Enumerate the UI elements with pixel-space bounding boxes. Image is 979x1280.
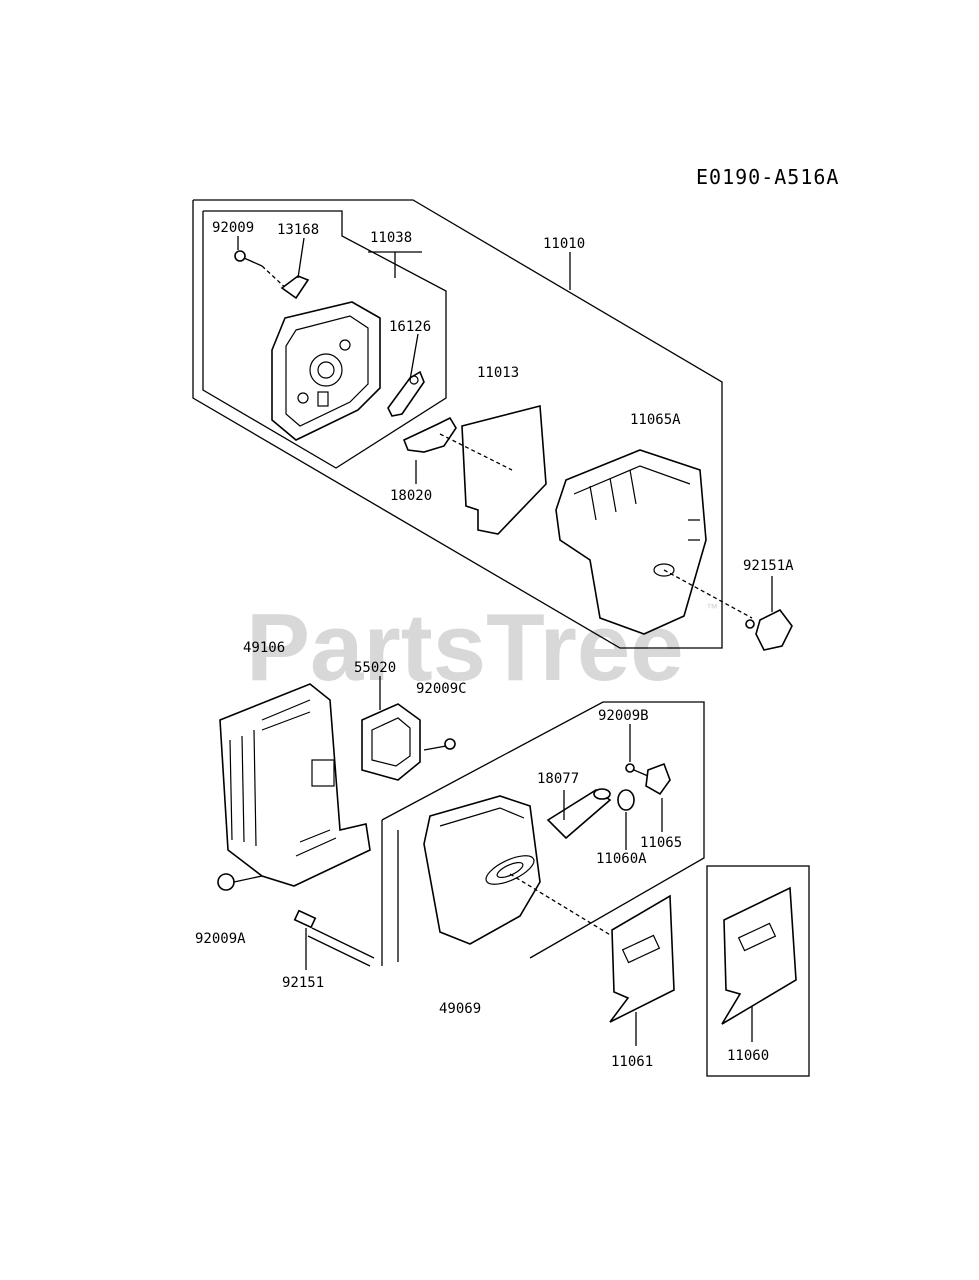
label-11065: 11065 bbox=[640, 835, 682, 851]
label-13168: 13168 bbox=[277, 222, 319, 238]
plate-11060 bbox=[721, 886, 797, 1025]
label-92009B: 92009B bbox=[598, 708, 649, 724]
screw-92009A bbox=[217, 873, 263, 891]
muffler-cover-49106 bbox=[219, 683, 371, 887]
choke-lever-16126 bbox=[387, 370, 425, 417]
screw-92009C bbox=[423, 738, 456, 751]
assembly-outline-11010 bbox=[192, 199, 723, 649]
knob-92151A bbox=[745, 608, 793, 651]
label-11010: 11010 bbox=[543, 236, 585, 252]
plate-18020 bbox=[402, 416, 457, 453]
screw-92009 bbox=[234, 250, 291, 293]
label-18077: 18077 bbox=[537, 771, 579, 787]
gasket-55020 bbox=[361, 703, 421, 781]
watermark-trademark: ™ bbox=[706, 601, 718, 615]
label-92151A: 92151A bbox=[743, 558, 794, 574]
assembly-outline-49069 bbox=[381, 701, 705, 959]
muffler-body bbox=[423, 795, 541, 945]
label-11060A: 11060A bbox=[596, 851, 647, 867]
bracket-13168 bbox=[280, 275, 310, 300]
label-16126: 16126 bbox=[389, 319, 431, 335]
label-11038: 11038 bbox=[370, 230, 412, 246]
cap-11065 bbox=[645, 762, 671, 796]
diagram-code: E0190-A516A bbox=[696, 165, 839, 189]
bolt-92151 bbox=[293, 909, 375, 967]
air-cleaner-case bbox=[271, 301, 381, 441]
label-92151: 92151 bbox=[282, 975, 324, 991]
label-11065A: 11065A bbox=[630, 412, 681, 428]
label-92009C: 92009C bbox=[416, 681, 467, 697]
plate-11061 bbox=[609, 894, 675, 1023]
label-11013: 11013 bbox=[477, 365, 519, 381]
label-18020: 18020 bbox=[390, 488, 432, 504]
label-11061: 11061 bbox=[611, 1054, 653, 1070]
screw-92009B bbox=[625, 763, 649, 777]
label-49106: 49106 bbox=[243, 640, 285, 656]
label-55020: 55020 bbox=[354, 660, 396, 676]
ring-11060A bbox=[617, 789, 635, 811]
exhaust-pipe-18077 bbox=[546, 788, 612, 840]
label-49069: 49069 bbox=[439, 1001, 481, 1017]
inset-box-11060 bbox=[706, 865, 810, 1077]
air-cleaner-cover-11065A bbox=[555, 449, 707, 635]
label-11060: 11060 bbox=[727, 1048, 769, 1064]
leader-lines bbox=[237, 236, 773, 1046]
filter-element-11013 bbox=[461, 404, 547, 535]
label-92009: 92009 bbox=[212, 220, 254, 236]
label-92009A: 92009A bbox=[195, 931, 246, 947]
assembly-outline-11038 bbox=[202, 210, 447, 469]
